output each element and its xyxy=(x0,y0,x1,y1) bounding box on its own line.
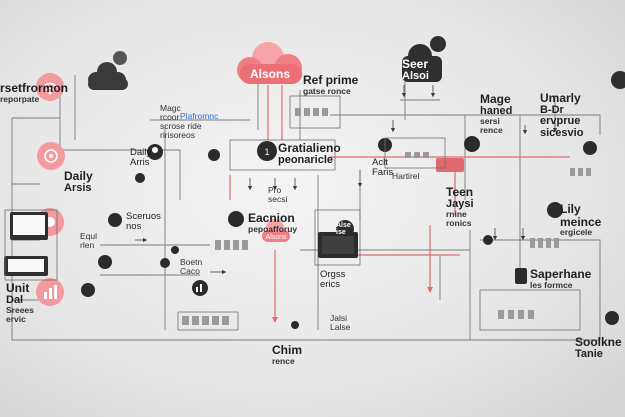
gratia-node-icon: 1 xyxy=(257,141,277,161)
label-hartirel: Hartirel xyxy=(392,171,420,181)
main-cloud-icon: Alsons xyxy=(237,42,302,84)
label-boetn: Boetn Caco xyxy=(180,257,203,276)
label-magc: Magc rcoor scrose ride ririsoreos xyxy=(160,103,202,140)
panel-boxes xyxy=(4,95,581,331)
arrow-heads xyxy=(135,85,558,275)
label-eacnion: Eacnion pepoafforuy xyxy=(248,211,298,234)
label-unit-dal: Unit Dal Sreees ervic xyxy=(6,281,34,325)
user-icon xyxy=(208,149,220,161)
label-lily: Lily meince ergicele xyxy=(560,202,602,238)
label-saperhane: Saperhane les formce xyxy=(530,267,592,290)
label-seer: Seer Alsoi xyxy=(402,57,429,82)
right-lower-panel xyxy=(479,289,581,331)
left-spine-line xyxy=(11,118,300,341)
top-left-cloud-icon xyxy=(88,51,128,90)
label-chim: Chim rence xyxy=(272,343,302,366)
label-daily-arsis: Daily Arsis xyxy=(64,169,93,194)
server-panel xyxy=(314,209,361,266)
left-monitor-panel xyxy=(4,209,58,281)
label-ise-badge: Alse ise xyxy=(336,222,351,237)
rack-glyphs xyxy=(182,108,591,325)
accent-lines xyxy=(229,85,570,323)
label-ext-performance: rsetfrormon reporpate xyxy=(0,81,69,104)
bottom-tray-panel xyxy=(177,311,239,331)
dark-node-icons: 1 xyxy=(4,136,619,329)
svg-text:1: 1 xyxy=(264,147,269,157)
ref-prime-panel xyxy=(289,95,341,129)
label-daily-arris: Daily Arris xyxy=(130,147,152,168)
person-icon xyxy=(81,173,179,297)
wifi-icon xyxy=(36,73,64,101)
teen-node-icon xyxy=(436,158,464,172)
label-ref-prime: Ref prime gatse ronce xyxy=(303,73,359,96)
monitor-icon xyxy=(4,212,48,276)
label-jalsi: Jalsi Lalse xyxy=(330,313,351,332)
col2-line xyxy=(59,80,181,200)
label-platform: Plafromnc xyxy=(180,111,219,121)
mage-node-icon xyxy=(464,136,480,152)
label-umarly: Umarly B-Dr ervprue sicesvio xyxy=(540,91,584,139)
label-teen: Teen Jaysi rnine ronics xyxy=(446,185,474,229)
label-orgss: Orgss erics xyxy=(320,269,346,290)
label-pro-secsi: Pro secsi xyxy=(268,185,288,204)
user-icon xyxy=(147,144,163,160)
saperhane-node-icon xyxy=(515,268,527,284)
gratia-panel xyxy=(229,139,336,171)
target-icon xyxy=(37,142,65,170)
right-edge-icon xyxy=(611,71,625,89)
label-aclt: Aclt Faris xyxy=(372,157,394,178)
small-cloud-label: Alsons xyxy=(265,234,287,241)
main-bus xyxy=(330,114,601,135)
hartirel-panel xyxy=(384,137,446,169)
label-equl: Equl rlen xyxy=(80,231,98,250)
eacnion-node-icon xyxy=(228,211,244,227)
chart-node-icon xyxy=(192,280,208,296)
small-cloud-icon: Alsons xyxy=(262,219,290,242)
server-icon xyxy=(318,232,358,258)
chim-node-icon xyxy=(291,321,299,329)
main-cloud-label: Alsons xyxy=(250,67,290,81)
label-gratia: Gratialieno peonaricle xyxy=(278,141,341,166)
label-sceruos: Sceruos nos xyxy=(126,211,161,232)
bar-chart-icon xyxy=(36,278,64,306)
top-right-cloud-icon xyxy=(402,36,446,82)
label-mage: Mage haned sersi rence xyxy=(480,92,513,136)
label-soolkne: Soolkne Tanie xyxy=(575,335,622,360)
